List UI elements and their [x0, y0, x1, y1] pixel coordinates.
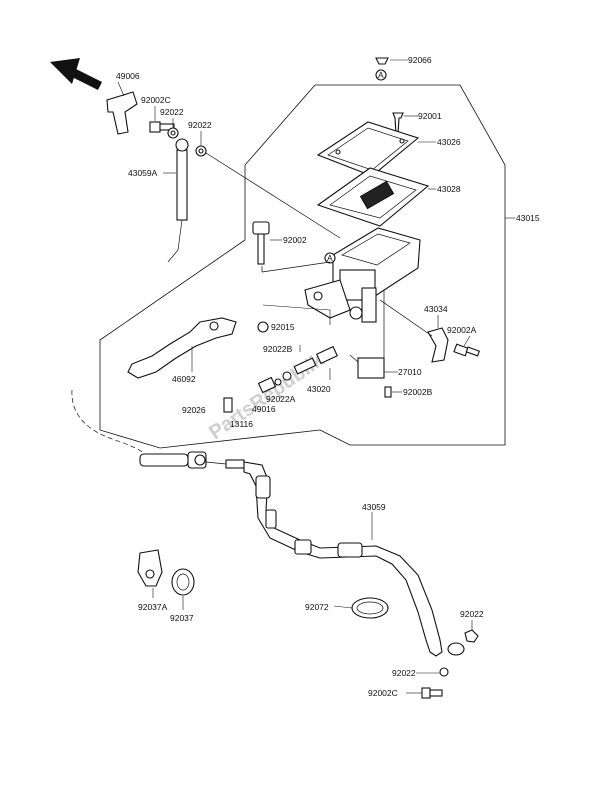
- label-92066: 92066: [408, 55, 432, 65]
- clamp-43034: [379, 299, 449, 363]
- screw-92001: [392, 112, 418, 135]
- label-46092: 46092: [172, 374, 196, 384]
- label-49006: 49006: [116, 71, 140, 81]
- reservoir-cover-43026: [316, 121, 436, 177]
- bracket-92037A: [137, 549, 163, 598]
- screw-92002B: [384, 386, 402, 398]
- label-13116: 13116: [230, 419, 253, 429]
- diaphragm-43028: [316, 167, 436, 227]
- label-27010: 27010: [398, 367, 422, 377]
- label-92026: 92026: [182, 405, 206, 415]
- washer-92022-a: [167, 118, 179, 139]
- label-43026: 43026: [437, 137, 461, 147]
- label-43015: 43015: [516, 213, 540, 223]
- label-92022A: 92022A: [266, 394, 296, 404]
- ref-a-circle-mid: [324, 252, 336, 264]
- plug-92066: [375, 57, 408, 65]
- label-ref-a-mid: A: [327, 253, 333, 263]
- label-92002B: 92002B: [403, 387, 433, 397]
- assembly-frame: [315, 84, 506, 446]
- label-92022-c: 92022: [460, 609, 484, 619]
- label-92002C-top: 92002C: [141, 95, 171, 105]
- label-43034: 43034: [424, 304, 448, 314]
- hose-43059A: [106, 81, 189, 263]
- label-92037: 92037: [170, 613, 194, 623]
- washer-92022-d: [416, 667, 449, 677]
- grommet-92037: [171, 568, 195, 610]
- bolt-92002: [252, 221, 331, 273]
- bolt-92002C-top: [149, 106, 175, 133]
- label-49016: 49016: [252, 404, 276, 414]
- bolt-92002A-right: [453, 335, 481, 357]
- frame-edge-top-left: [244, 84, 316, 166]
- label-92022B: 92022B: [263, 344, 293, 354]
- label-92002A-right: 92002A: [447, 325, 477, 335]
- washer-92022-b: [195, 131, 341, 239]
- master-cylinder-body: [304, 227, 421, 323]
- washer-92022-c: [464, 620, 479, 643]
- label-92002: 92002: [283, 235, 307, 245]
- hose-43059: [139, 451, 465, 657]
- dashed-hose-line: [71, 389, 146, 459]
- ref-a-circle-top: [375, 69, 387, 81]
- frame-edge-lower: [99, 239, 321, 449]
- label-92022-d: 92022: [392, 668, 416, 678]
- label-43059A: 43059A: [128, 168, 158, 178]
- label-92002C-bottom: 92002C: [368, 688, 398, 698]
- front-arrow-icon: [50, 58, 103, 91]
- clamp-92072: [333, 597, 389, 619]
- label-ref-a-top: A: [378, 70, 384, 80]
- switch-27010: [349, 290, 398, 379]
- nut-92015: [257, 304, 331, 333]
- label-92037A: 92037A: [138, 602, 168, 612]
- piston-assembly: [223, 345, 339, 413]
- label-92072: 92072: [305, 602, 329, 612]
- label-43059: 43059: [362, 502, 386, 512]
- label-92001: 92001: [418, 111, 442, 121]
- lever-46092: [127, 317, 237, 379]
- bolt-92002C-bottom: [406, 687, 443, 699]
- label-92015: 92015: [271, 322, 295, 332]
- label-43020: 43020: [307, 384, 331, 394]
- label-92022-a: 92022: [160, 107, 184, 117]
- label-92022-b: 92022: [188, 120, 212, 130]
- label-43028: 43028: [437, 184, 461, 194]
